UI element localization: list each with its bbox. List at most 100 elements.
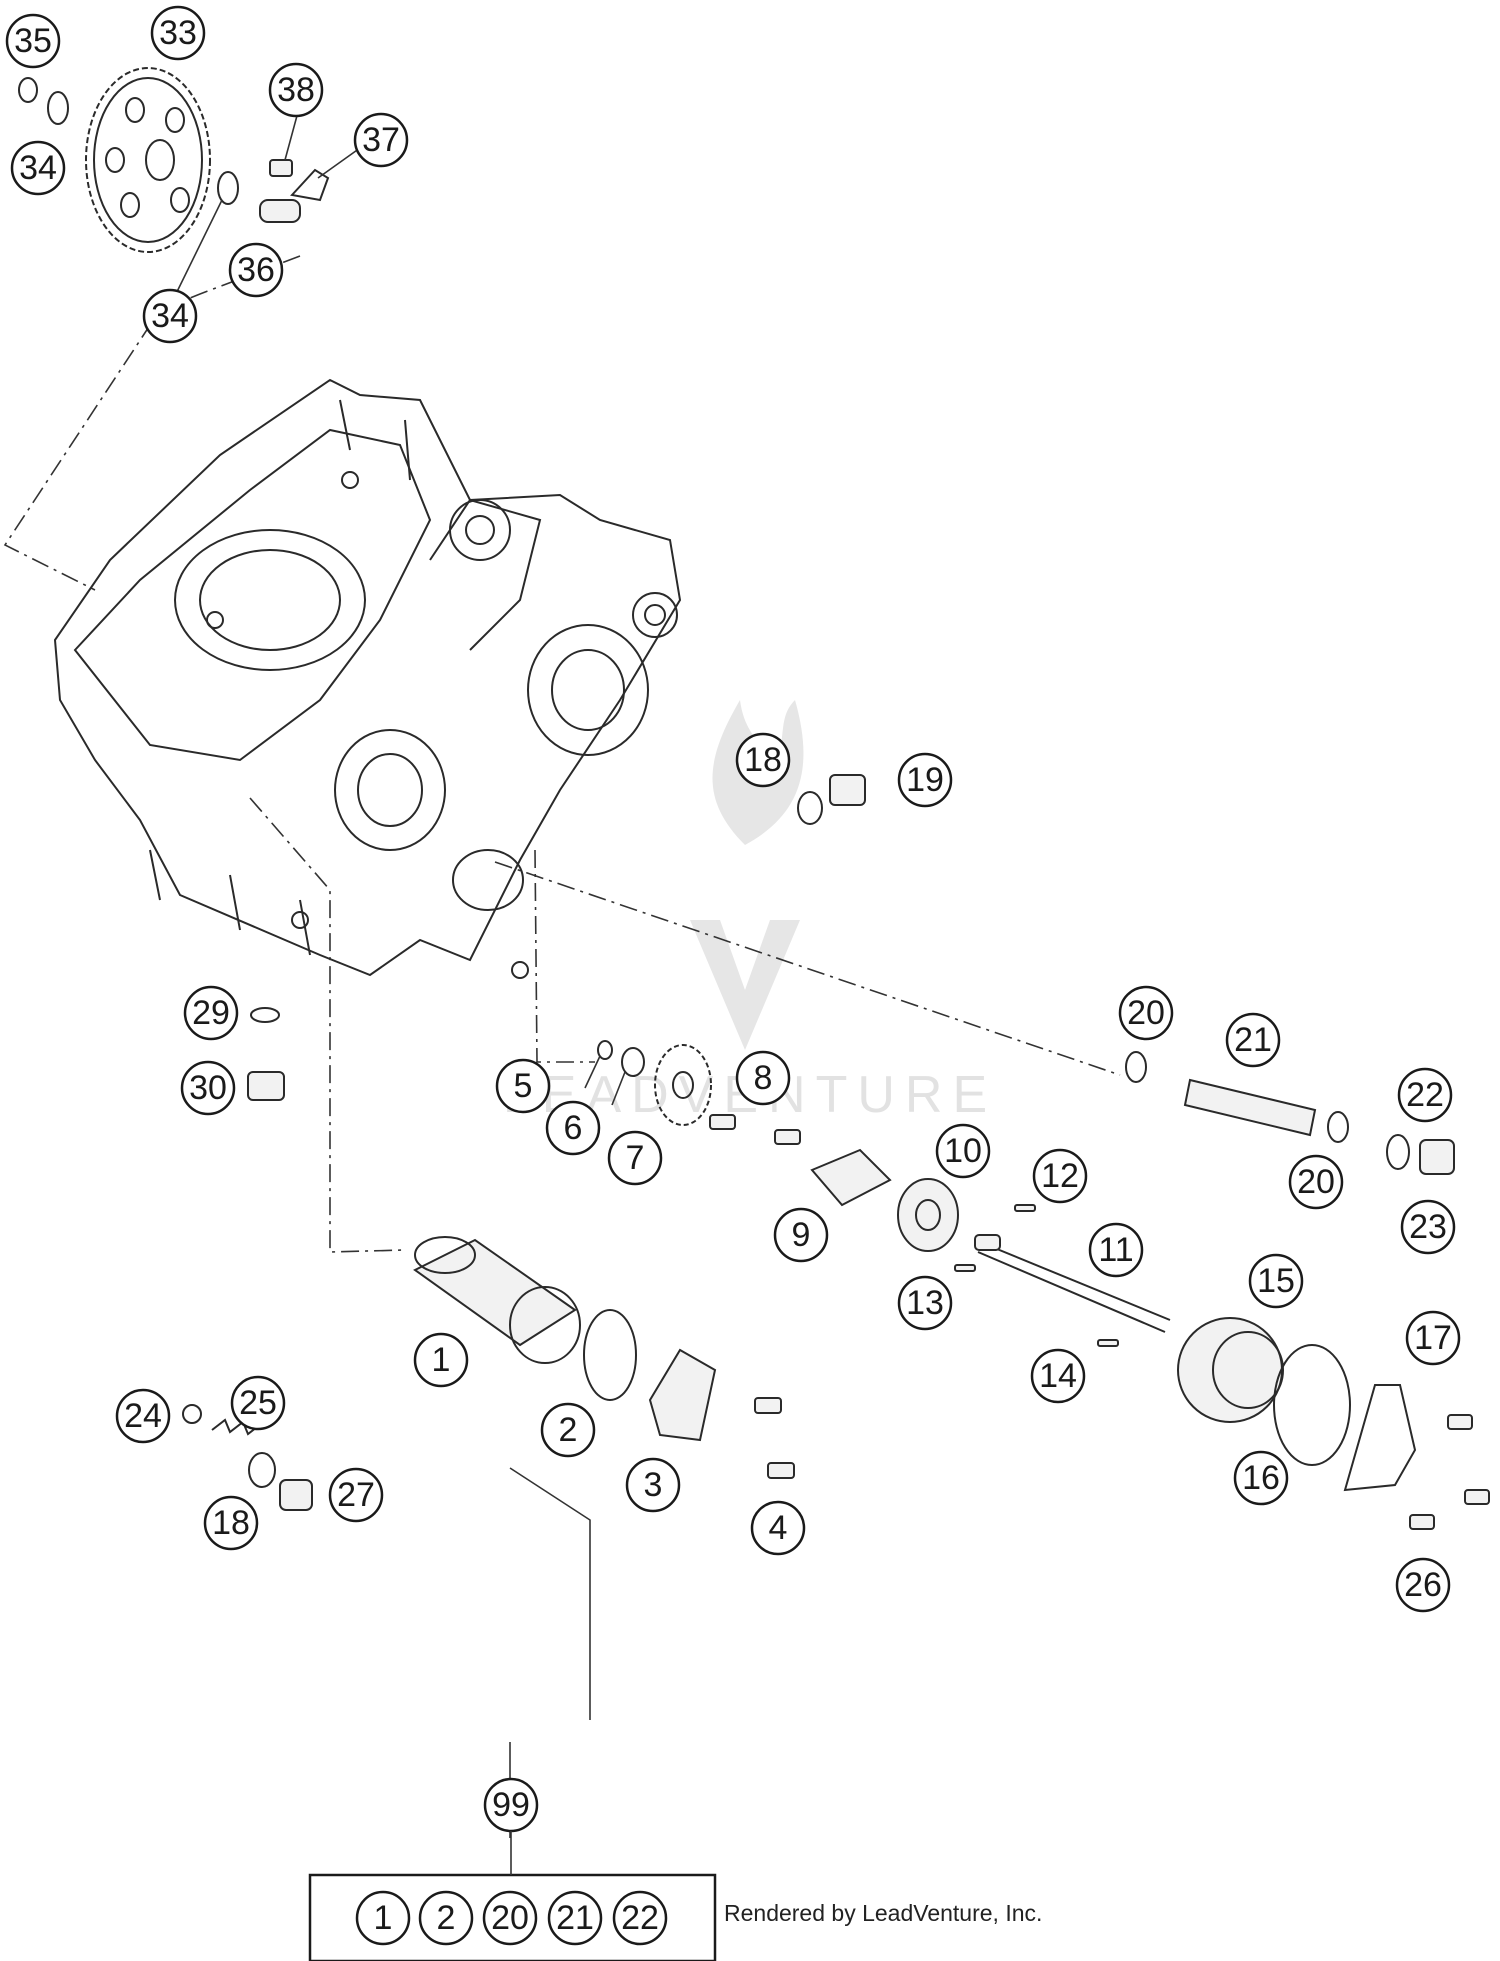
shaft-21	[1183, 1078, 1317, 1137]
kit-item-20: 20	[482, 1890, 538, 1946]
callout-label: 11	[1098, 1231, 1133, 1269]
callout-label: 8	[754, 1059, 773, 1097]
callout-24: 24	[115, 1388, 171, 1444]
seal-ring-18-top	[797, 791, 823, 825]
pump-cover-17	[1343, 1384, 1417, 1492]
screws-8	[709, 1114, 801, 1145]
callout-label: 99	[492, 1786, 530, 1824]
callout-label: 30	[189, 1069, 227, 1107]
kit-item-22: 22	[612, 1890, 668, 1946]
callout-9: 9	[773, 1207, 829, 1263]
callout-99: 99	[483, 1777, 539, 1833]
seal-ring-22	[1386, 1134, 1410, 1170]
pump-housing-15	[1177, 1317, 1284, 1423]
callout-29: 29	[183, 985, 239, 1041]
callout-label: 33	[159, 14, 197, 52]
seal-ring-18-bottom	[248, 1452, 276, 1488]
spring-25	[211, 1418, 262, 1436]
callout-30: 30	[180, 1060, 236, 1116]
callout-38: 38	[268, 62, 324, 118]
callout-22: 22	[1397, 1067, 1453, 1123]
bushing-36	[259, 199, 301, 223]
callout-37: 37	[353, 112, 409, 168]
callout-34-lower: 34	[142, 288, 198, 344]
callout-12: 12	[1032, 1148, 1088, 1204]
callout-20-left: 20	[1118, 985, 1174, 1041]
callout-5: 5	[495, 1058, 551, 1114]
callout-label: 21	[1234, 1021, 1272, 1059]
callouts: 35 33 34 34 38 37 36 18 19 29 30 20 21 2…	[5, 5, 1461, 1833]
washer-6	[621, 1047, 645, 1077]
callout-label: 1	[432, 1341, 451, 1379]
o-ring-20-left	[1125, 1051, 1147, 1083]
oil-filter-1	[413, 1236, 581, 1364]
callout-label: 24	[124, 1397, 162, 1435]
callout-label: 13	[906, 1284, 944, 1322]
callout-25: 25	[230, 1375, 286, 1431]
o-ring-16	[1273, 1344, 1351, 1466]
callout-label: 15	[1257, 1262, 1295, 1300]
callout-label: 36	[237, 251, 275, 289]
kit-label: 1	[374, 1899, 393, 1937]
kit-99-box: 1 2 20 21 22	[308, 1831, 717, 1961]
kit-item-2: 2	[418, 1890, 474, 1946]
callout-label: 20	[1127, 994, 1165, 1032]
kit-label: 2	[437, 1899, 456, 1937]
render-credit: Rendered by LeadVenture, Inc.	[724, 1900, 1043, 1926]
callout-label: 20	[1297, 1163, 1335, 1201]
leader-lines	[169, 111, 626, 1838]
callout-33: 33	[150, 5, 206, 61]
kit-label: 20	[491, 1899, 529, 1937]
callout-18-top: 18	[735, 732, 791, 788]
pin-13	[954, 1264, 976, 1272]
callout-label: 3	[644, 1466, 663, 1504]
callout-27: 27	[328, 1467, 384, 1523]
pin-14	[1097, 1339, 1119, 1347]
callout-20-right: 20	[1288, 1154, 1344, 1210]
bracket-37	[290, 168, 330, 202]
callout-label: 9	[792, 1216, 811, 1254]
callout-15: 15	[1248, 1253, 1304, 1309]
callout-8: 8	[735, 1050, 791, 1106]
callout-19: 19	[897, 752, 953, 808]
callout-label: 10	[944, 1132, 982, 1170]
callout-label: 22	[1406, 1076, 1444, 1114]
callout-label: 38	[277, 71, 315, 109]
plug-23	[1419, 1139, 1455, 1175]
callout-label: 7	[626, 1139, 645, 1177]
plug-27	[279, 1479, 313, 1511]
callout-23: 23	[1400, 1199, 1456, 1255]
callout-label: 17	[1414, 1319, 1452, 1357]
screw-plug-30	[247, 1071, 285, 1101]
gear-7	[654, 1044, 712, 1126]
callout-36: 36	[228, 242, 284, 298]
callout-label: 35	[14, 22, 52, 60]
callout-label: 34	[19, 149, 57, 187]
callout-label: 6	[564, 1109, 583, 1147]
callout-35: 35	[5, 13, 61, 69]
o-ring-20-right	[1327, 1111, 1349, 1143]
callout-3: 3	[625, 1457, 681, 1513]
callout-label: 4	[769, 1509, 788, 1547]
kit-label: 21	[556, 1899, 594, 1937]
callout-label: 12	[1041, 1157, 1079, 1195]
kit-label: 22	[621, 1899, 659, 1937]
o-ring-29	[250, 1007, 280, 1023]
callout-label: 5	[514, 1067, 533, 1105]
pin-12	[1014, 1204, 1036, 1212]
callout-label: 29	[192, 994, 230, 1032]
callout-4: 4	[750, 1500, 806, 1556]
rotor-10	[897, 1178, 959, 1252]
callout-17: 17	[1405, 1310, 1461, 1366]
balancer-gear-33	[85, 67, 211, 253]
callout-label: 2	[559, 1411, 578, 1449]
screws-26	[1409, 1414, 1490, 1530]
circlip-5	[597, 1040, 613, 1060]
callout-label: 19	[906, 761, 944, 799]
washer-34-top	[47, 91, 69, 125]
callout-26: 26	[1395, 1557, 1451, 1613]
callout-label: 27	[337, 1476, 375, 1514]
washer-34-lower	[217, 171, 239, 205]
crankcase-illustration	[53, 378, 682, 979]
